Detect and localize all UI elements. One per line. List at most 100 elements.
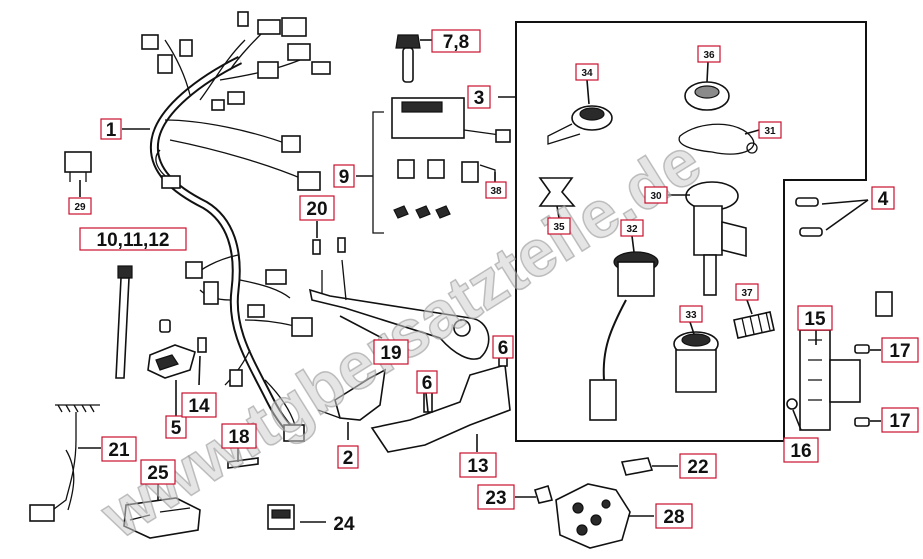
label-14: 14 bbox=[181, 392, 217, 418]
bulb-holder-drawing bbox=[875, 291, 893, 317]
bracket-19-drawing bbox=[308, 237, 490, 360]
svg-text:18: 18 bbox=[228, 427, 249, 448]
label-17-bottom: 17 bbox=[881, 407, 919, 433]
svg-text:25: 25 bbox=[147, 463, 169, 484]
label-9: 9 bbox=[333, 164, 355, 188]
label-19: 19 bbox=[373, 339, 409, 365]
svg-text:4: 4 bbox=[878, 189, 889, 210]
svg-text:21: 21 bbox=[108, 440, 130, 461]
label-32: 32 bbox=[620, 219, 644, 237]
svg-text:5: 5 bbox=[171, 418, 182, 439]
label-17-top: 17 bbox=[881, 337, 919, 363]
lock-34-drawing bbox=[547, 105, 613, 145]
relay-29-drawing bbox=[64, 151, 92, 182]
svg-text:10,11,12: 10,11,12 bbox=[97, 230, 170, 251]
label-31: 31 bbox=[758, 121, 782, 139]
svg-text:17: 17 bbox=[889, 411, 910, 432]
svg-text:3: 3 bbox=[474, 88, 485, 109]
sensor-5-drawing bbox=[147, 319, 207, 379]
svg-text:15: 15 bbox=[804, 309, 826, 330]
label-5: 5 bbox=[165, 415, 187, 439]
switch-panel-15-drawing bbox=[799, 329, 861, 431]
switch-assembly-28-drawing bbox=[555, 483, 631, 549]
svg-text:19: 19 bbox=[380, 343, 401, 364]
svg-text:9: 9 bbox=[339, 167, 350, 188]
wire-lead-21-drawing bbox=[29, 404, 100, 522]
label-35: 35 bbox=[547, 217, 571, 235]
label-2: 2 bbox=[337, 445, 359, 469]
pin-18-drawing bbox=[227, 457, 259, 469]
svg-text:38: 38 bbox=[490, 186, 502, 197]
svg-text:31: 31 bbox=[764, 126, 776, 137]
svg-text:22: 22 bbox=[687, 457, 708, 478]
svg-text:13: 13 bbox=[467, 456, 488, 477]
svg-text:23: 23 bbox=[485, 488, 506, 509]
lock-33-drawing bbox=[673, 331, 719, 393]
label-1: 1 bbox=[100, 118, 122, 141]
label-23: 23 bbox=[477, 484, 515, 510]
group-frame-3-4 bbox=[515, 21, 867, 442]
sensor-22-drawing bbox=[620, 457, 654, 476]
lock-cylinder-30-drawing bbox=[685, 181, 747, 296]
bolts-4-drawing bbox=[795, 197, 823, 237]
svg-text:32: 32 bbox=[626, 224, 638, 235]
relay-unit-drawing bbox=[372, 97, 511, 234]
label-36: 36 bbox=[697, 45, 721, 63]
spring-37-drawing bbox=[733, 311, 775, 339]
nut-16-drawing bbox=[786, 398, 798, 410]
label-30: 30 bbox=[644, 186, 668, 204]
label-7-8: 7,8 bbox=[431, 29, 481, 53]
svg-text:35: 35 bbox=[553, 222, 565, 233]
svg-text:6: 6 bbox=[422, 373, 433, 394]
wiring-harness-drawing bbox=[141, 11, 331, 442]
svg-text:29: 29 bbox=[74, 202, 86, 213]
label-29: 29 bbox=[68, 197, 92, 215]
svg-text:34: 34 bbox=[581, 68, 593, 79]
label-15: 15 bbox=[797, 305, 833, 331]
cable-tie-drawing bbox=[115, 265, 133, 379]
label-24: 24 bbox=[333, 514, 355, 535]
screws-17-drawing bbox=[854, 344, 870, 427]
label-20: 20 bbox=[299, 195, 335, 221]
lock-36-drawing bbox=[684, 81, 730, 111]
label-22: 22 bbox=[679, 453, 717, 479]
svg-text:6: 6 bbox=[498, 338, 509, 359]
label-4: 4 bbox=[871, 186, 895, 210]
label-21: 21 bbox=[101, 436, 137, 462]
ignition-switch-32-drawing bbox=[589, 251, 659, 421]
leader-lines bbox=[78, 39, 881, 523]
label-25: 25 bbox=[140, 459, 176, 485]
svg-text:24: 24 bbox=[333, 514, 355, 535]
label-18: 18 bbox=[221, 423, 257, 449]
label-3: 3 bbox=[467, 85, 491, 109]
clip-35-drawing bbox=[538, 177, 576, 207]
svg-text:20: 20 bbox=[306, 199, 327, 220]
svg-text:2: 2 bbox=[343, 448, 354, 469]
svg-text:17: 17 bbox=[889, 341, 910, 362]
label-28: 28 bbox=[655, 503, 693, 529]
control-unit-25-drawing bbox=[123, 497, 201, 539]
label-13: 13 bbox=[459, 452, 497, 478]
label-37: 37 bbox=[735, 283, 759, 301]
svg-text:36: 36 bbox=[703, 50, 715, 61]
svg-text:16: 16 bbox=[790, 441, 811, 462]
label-33: 33 bbox=[679, 305, 703, 323]
svg-text:37: 37 bbox=[741, 288, 753, 299]
cap-23-drawing bbox=[534, 484, 554, 504]
svg-text:1: 1 bbox=[106, 120, 117, 141]
svg-text:33: 33 bbox=[685, 310, 697, 321]
svg-text:7,8: 7,8 bbox=[443, 32, 469, 53]
svg-text:14: 14 bbox=[188, 396, 210, 417]
label-10-11-12: 10,11,12 bbox=[79, 227, 187, 251]
connector-24-drawing bbox=[267, 504, 295, 530]
svg-text:28: 28 bbox=[663, 507, 684, 528]
label-38: 38 bbox=[485, 181, 507, 199]
bracket-2-drawing bbox=[317, 368, 387, 421]
svg-text:30: 30 bbox=[650, 191, 662, 202]
label-34: 34 bbox=[575, 63, 599, 81]
label-6-left: 6 bbox=[416, 370, 438, 394]
label-16: 16 bbox=[783, 437, 819, 463]
ignition-key-drawing bbox=[395, 34, 421, 83]
gasket-31-drawing bbox=[678, 123, 758, 155]
